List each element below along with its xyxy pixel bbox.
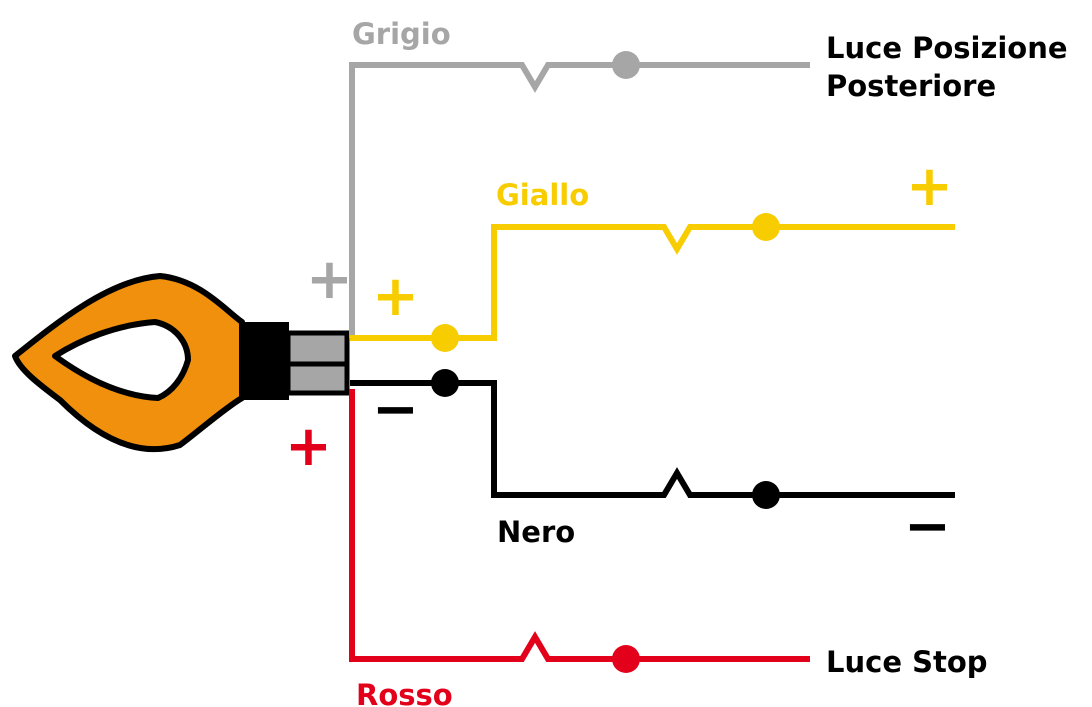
black-connector-dot-2 (752, 481, 780, 509)
yellow-wire-label: Giallo (496, 178, 589, 212)
grey-wire-label: Grigio (352, 17, 451, 51)
grey-plus-sign: + (306, 247, 353, 312)
red-wire: Rosso + (285, 389, 810, 707)
tail-light-label-line2: Posteriore (826, 69, 996, 103)
black-minus-sign-left: − (372, 377, 419, 442)
yellow-wire: Giallo + + (350, 154, 955, 352)
tail-light-label-line1: Luce Posizione (826, 31, 1068, 65)
yellow-plus-sign-left: + (372, 264, 419, 329)
black-minus-sign-right: − (904, 494, 951, 559)
black-connector-dot-1 (431, 369, 459, 397)
indicator-connector-grey-bottom (285, 361, 350, 396)
turn-signal-indicator (12, 273, 350, 453)
black-wire: Nero − − (350, 369, 955, 559)
indicator-connector-grey-top (285, 330, 350, 367)
stop-light-label: Luce Stop (826, 645, 988, 679)
grey-connector-dot (612, 51, 640, 79)
black-wire-label: Nero (497, 515, 575, 549)
yellow-plus-sign-right: + (906, 154, 953, 219)
red-plus-sign: + (285, 414, 332, 479)
indicator-connector-black (239, 322, 289, 400)
red-connector-dot (612, 645, 640, 673)
indicator-window (52, 319, 191, 401)
yellow-connector-dot-2 (752, 213, 780, 241)
red-wire-label: Rosso (356, 678, 453, 707)
grey-wire: Grigio + (306, 17, 810, 338)
yellow-connector-dot-1 (431, 324, 459, 352)
